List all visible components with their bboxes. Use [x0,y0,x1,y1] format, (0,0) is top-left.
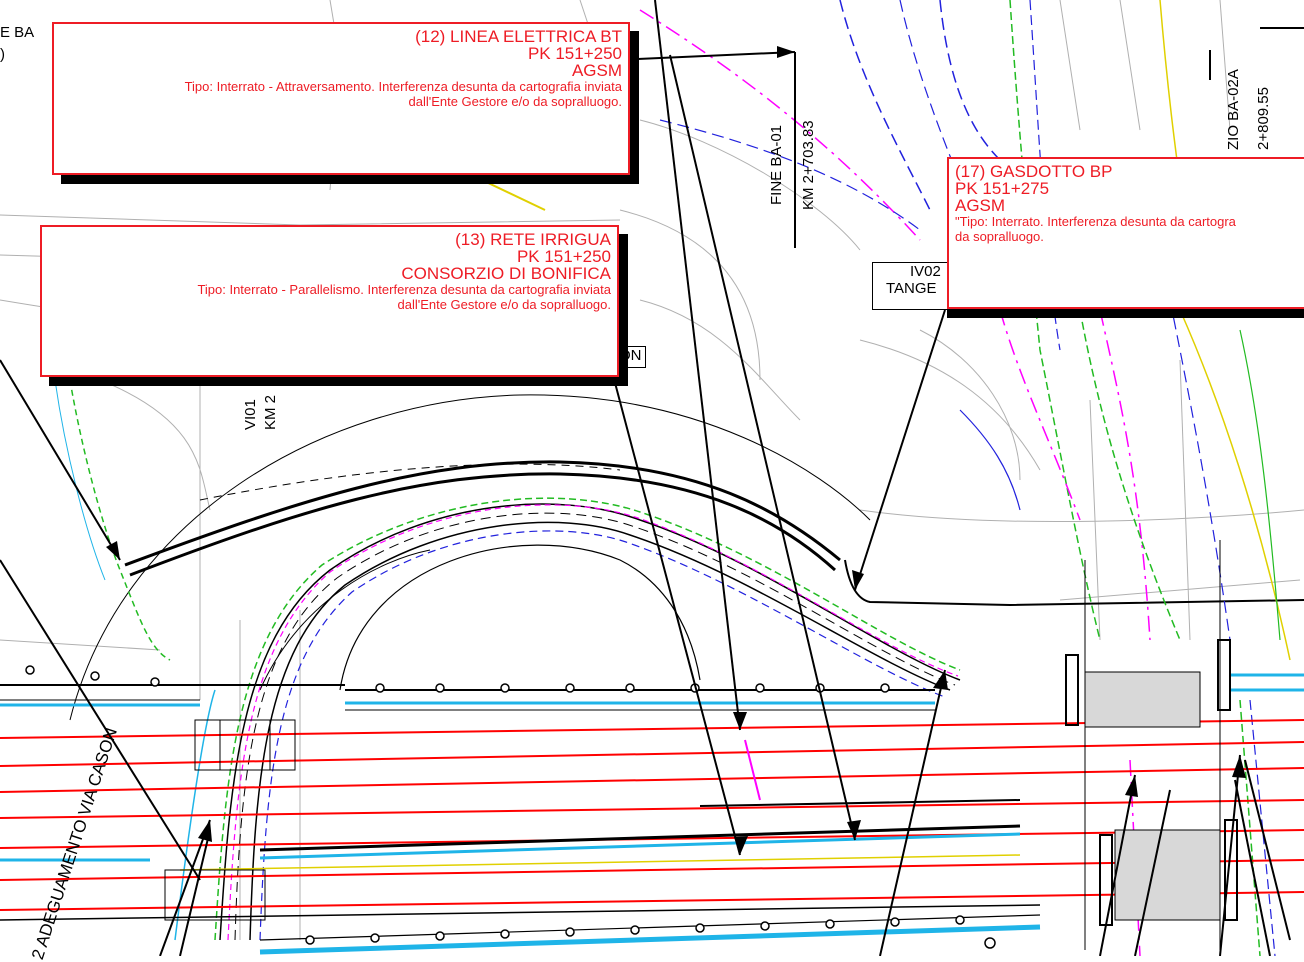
callout-13-desc-1: Tipo: Interrato - Parallelismo. Interfer… [197,282,611,297]
label-km2: KM 2 [262,394,279,430]
callout-17-desc-2: da sopralluogo. [955,229,1044,244]
callout-13-owner: CONSORZIO DI BONIFICA [401,264,611,283]
callout-17-gasdotto: (17) GASDOTTO BP PK 151+275 AGSM "Tipo: … [947,157,1304,309]
lower-barrier [0,799,1041,955]
callout-17-title: (17) GASDOTTO BP [955,162,1113,181]
label-fine-ba01: FINE BA-01 [768,124,785,205]
rail-lines [0,719,1304,911]
base-map-lines [0,0,1304,940]
curved-road [124,460,1304,607]
label-e-ba: E BA [0,24,35,41]
callout-12-pk: PK 151+250 [527,44,622,63]
arrow-heads [106,46,1246,855]
callout-13-title: (13) RETE IRRIGUA [455,230,611,249]
label-tange: TANGE [886,280,937,297]
label-km-2809: 2+809.55 [1255,87,1272,150]
callout-13-rete-irrigua: (13) RETE IRRIGUA PK 151+250 CONSORZIO D… [40,225,619,377]
left-green-line [69,379,171,661]
right-utilities [639,0,1291,956]
ramp [219,503,961,941]
callout-12-desc-2: dall'Ente Gestore e/o da sopralluogo. [408,94,622,109]
inner-arc [339,544,701,691]
ramp-colored-utilities [174,497,961,941]
left-green-line-2 [54,379,106,581]
callout-13-pk: PK 151+250 [516,247,611,266]
label-km-2703: KM 2+703.83 [800,120,817,210]
label-vi01: VI01 [242,399,259,430]
callout-13-desc-2: dall'Ente Gestore e/o da sopralluogo. [397,297,611,312]
grey-blocks [1084,671,1221,921]
callout-17-desc-1: "Tipo: Interrato. Interferenza desunta d… [955,215,1236,229]
label-zio-ba02a: ZIO BA-02A [1225,69,1242,150]
callout-12-title: (12) LINEA ELETTRICA BT [415,27,622,46]
hatched-columns [1065,540,1238,950]
outer-arc [69,394,871,721]
callout-17-owner: AGSM [955,196,1006,215]
callout-12-linea-elettrica: (12) LINEA ELETTRICA BT PK 151+250 AGSM … [52,22,630,175]
callout-12-owner: AGSM [571,61,622,80]
magenta-tick [744,739,761,801]
callout-17-pk: PK 151+275 [955,179,1050,198]
callout-12-desc-1: Tipo: Interrato - Attraversamento. Inter… [184,79,622,94]
bollards [25,665,996,949]
label-iv02-box: IV02 TANGE [872,262,952,310]
label-paren: ) [0,46,5,63]
bridge-piers [164,719,296,921]
label-iv02: IV02 [910,263,941,280]
